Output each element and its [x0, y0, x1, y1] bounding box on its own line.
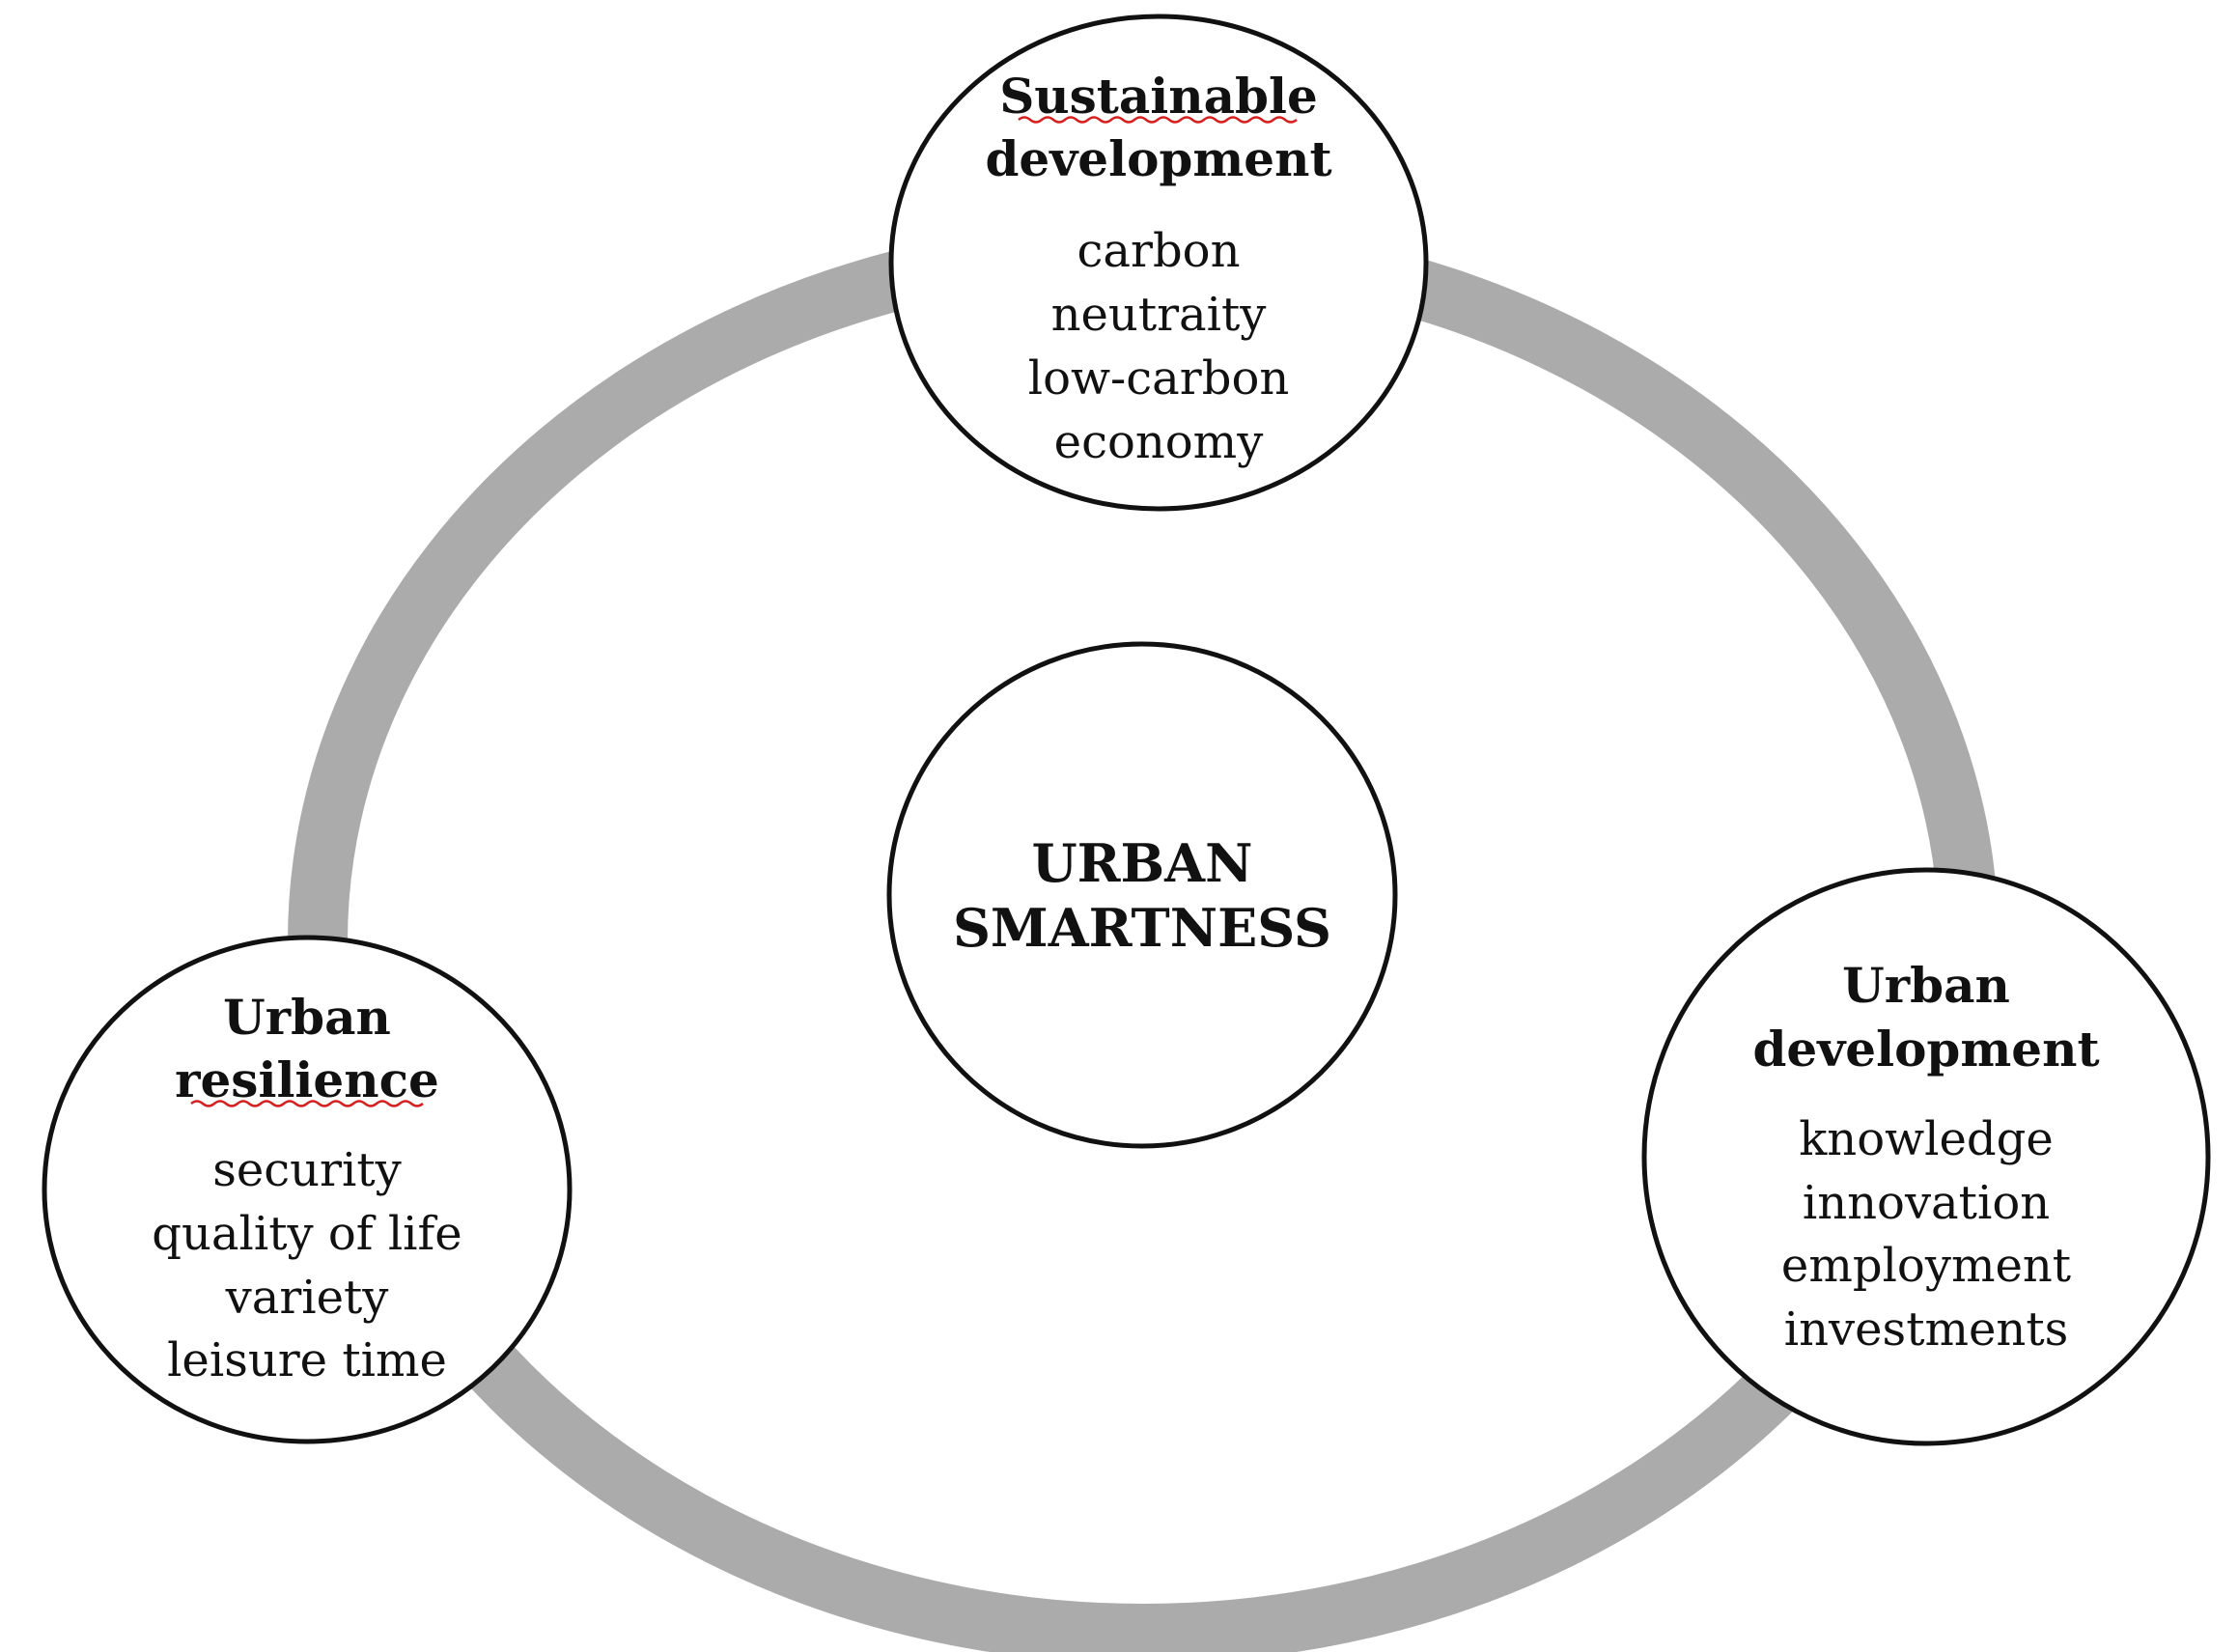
- sustainable-item-4: economy: [1054, 415, 1264, 469]
- resilience-item-1: security: [212, 1143, 402, 1197]
- development-title-line-2: development: [1752, 1021, 2099, 1078]
- sustainable-title-line-2: development: [985, 130, 1331, 187]
- center-label-line-1: URBAN: [1032, 832, 1253, 894]
- spellcheck-underline-sustainable: [1018, 116, 1298, 124]
- center-label-line-2: SMARTNESS: [953, 897, 1331, 959]
- sustainable-item-3: low-carbon: [1028, 351, 1290, 406]
- sustainable-development-node: Sustainable development carbon neutraity…: [888, 14, 1429, 512]
- resilience-title-line-1: Urban: [223, 989, 391, 1046]
- spellcheck-underline-resilience: [190, 1100, 424, 1107]
- center-node-circle: [886, 641, 1398, 1149]
- resilience-item-2: quality of life: [152, 1207, 462, 1261]
- sustainable-title-line-1: Sustainable: [999, 68, 1318, 125]
- urban-resilience-node: Urban resilience security quality of lif…: [42, 935, 573, 1444]
- development-title-line-1: Urban: [1842, 957, 2010, 1014]
- urban-resilience-circle: [42, 935, 573, 1444]
- resilience-item-4: leisure time: [167, 1333, 447, 1387]
- resilience-title-line-2: resilience: [175, 1051, 439, 1108]
- sustainable-item-2: neutraity: [1051, 288, 1267, 342]
- center-node: URBAN SMARTNESS: [886, 641, 1398, 1149]
- urban-development-node: Urban development knowledge innovation e…: [1641, 867, 2211, 1446]
- sustainable-development-circle: [888, 14, 1429, 512]
- development-item-3: employment: [1781, 1239, 2071, 1293]
- development-item-4: investments: [1784, 1302, 2068, 1357]
- resilience-item-3: variety: [225, 1271, 389, 1325]
- development-item-1: knowledge: [1799, 1112, 2054, 1166]
- urban-development-circle: [1641, 867, 2211, 1446]
- development-item-2: innovation: [1803, 1176, 2050, 1230]
- sustainable-item-1: carbon: [1077, 224, 1241, 278]
